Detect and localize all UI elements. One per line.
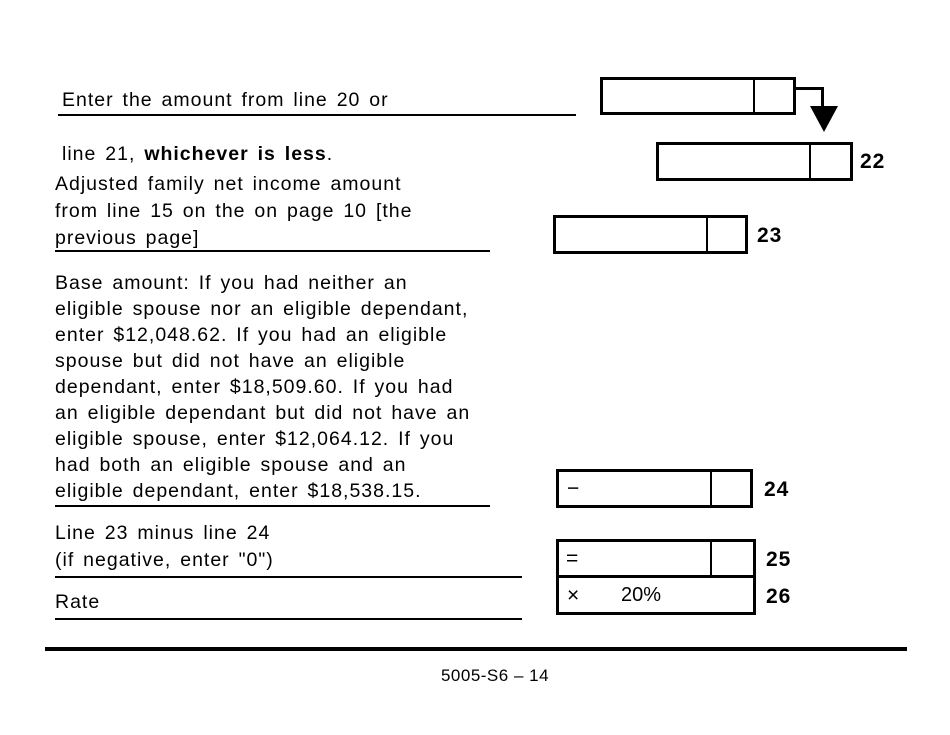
line23-amount-field[interactable] (553, 215, 748, 254)
minus-operator: − (567, 477, 580, 500)
line22-amount-field[interactable] (656, 142, 853, 181)
cents-divider (710, 542, 712, 575)
equals-operator: = (566, 547, 579, 570)
arrow-down-icon (810, 106, 838, 132)
intro-line1: Enter the amount from line 20 or (62, 89, 389, 111)
line-number-26: 26 (766, 585, 792, 608)
line26-label: Rate (55, 591, 101, 613)
line25-underline (55, 576, 522, 578)
intro-line2-prefix: line 21, (62, 143, 145, 165)
cents-divider (753, 80, 755, 112)
cents-divider (809, 145, 811, 178)
carryforward-amount-field[interactable] (600, 77, 796, 115)
intro-line2-suffix: . (326, 143, 334, 165)
multiply-operator: × (567, 584, 580, 607)
line25-amount-field[interactable] (556, 539, 756, 578)
line-number-23: 23 (757, 224, 783, 247)
line-number-22: 22 (860, 150, 886, 173)
line26-rate-field (556, 575, 756, 615)
line23-underline (55, 250, 490, 252)
line24-label: Base amount: If you had neither an eligi… (55, 272, 471, 502)
line24-amount-field[interactable] (556, 469, 753, 508)
line24-underline (55, 505, 490, 507)
arrow-connector-vertical (821, 87, 824, 108)
cents-divider (706, 218, 708, 251)
footer-rule (45, 647, 907, 651)
line26-underline (55, 618, 522, 620)
intro-instruction: Enter the amount from line 20 or line 21… (62, 60, 389, 195)
cents-divider (710, 472, 712, 505)
line23-label: Adjusted family net income amount from l… (55, 173, 413, 249)
arrow-connector-horizontal (793, 87, 824, 90)
line25-label: Line 23 minus line 24 (if negative, ente… (55, 522, 274, 571)
rate-value: 20% (621, 584, 662, 606)
line-number-24: 24 (764, 478, 790, 501)
intro-line2-bold: whichever is less (144, 143, 327, 165)
intro-line2: line 21, whichever is less. (62, 141, 389, 168)
page-number: 5005-S6 – 14 (440, 666, 550, 685)
line-number-25: 25 (766, 548, 792, 571)
intro-underline (58, 114, 576, 116)
